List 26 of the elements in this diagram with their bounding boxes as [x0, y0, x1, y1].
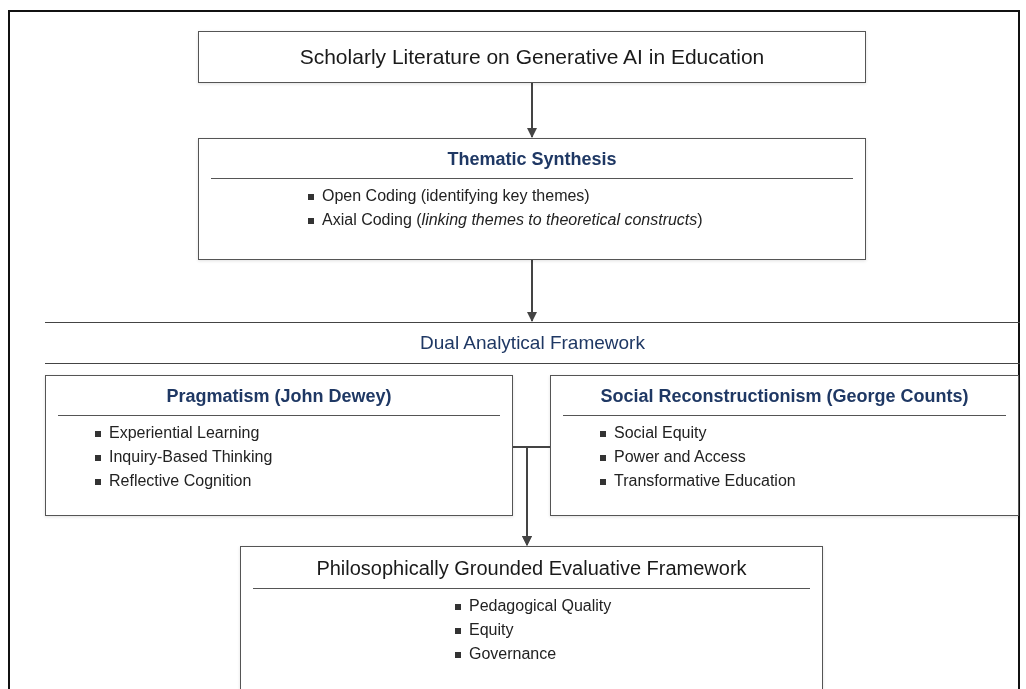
- section-heading: Dual Analytical Framework: [420, 332, 645, 354]
- bullet-item: Experiential Learning: [93, 424, 500, 442]
- bullet-item: Inquiry-Based Thinking: [93, 448, 500, 466]
- box-title: Scholarly Literature on Generative AI in Education: [299, 45, 765, 69]
- process-box: [45, 375, 513, 516]
- process-box: [550, 375, 1019, 516]
- box-heading: Social Reconstructionism (George Counts): [563, 386, 1006, 416]
- bullet-item: Governance: [453, 645, 810, 663]
- box-heading: Thematic Synthesis: [211, 149, 853, 179]
- bullet-item: Reflective Cognition: [93, 472, 500, 490]
- bullet-item: Power and Access: [598, 448, 1006, 466]
- bullet-item: Open Coding (identifying key themes): [306, 187, 853, 205]
- connector-arrow: [527, 82, 537, 138]
- bullet-item: Social Equity: [598, 424, 1006, 442]
- section-band: [45, 322, 1020, 364]
- process-box: [198, 31, 866, 83]
- connector-arrow: [522, 446, 551, 546]
- box-heading: Philosophically Grounded Evaluative Framework: [253, 557, 810, 589]
- connector-arrow: [527, 259, 537, 322]
- bullet-item: Pedagogical Quality: [453, 597, 810, 615]
- process-box: [198, 138, 866, 260]
- bullet-item: Transformative Education: [598, 472, 1006, 490]
- process-box: [240, 546, 823, 689]
- bullet-item: Equity: [453, 621, 810, 639]
- bullet-item: Axial Coding (linking themes to theoretical constructs): [306, 211, 853, 229]
- box-heading: Pragmatism (John Dewey): [58, 386, 500, 416]
